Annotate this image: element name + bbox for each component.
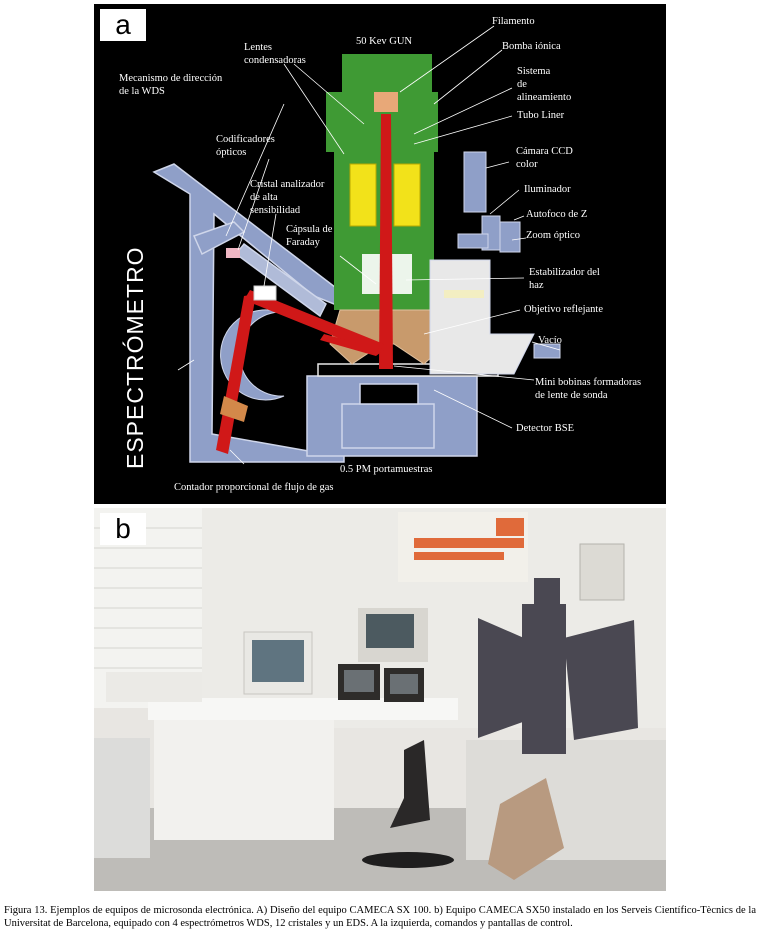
panel-label-a: a (100, 9, 146, 41)
label-contador: Contador proporcional de flujo de gas (174, 482, 334, 493)
sample-chamber (306, 363, 499, 457)
panel-label-b: b (100, 513, 146, 545)
lab-photo (94, 508, 666, 891)
label-sistema-2: de (517, 79, 527, 90)
label-espectrometro: ESPECTRÓMETRO (122, 246, 148, 469)
optical-microscope (429, 151, 561, 375)
encoder-box (226, 248, 240, 258)
label-mecanismo-2: de la WDS (119, 86, 165, 97)
label-bomba: Bomba iónica (502, 41, 561, 52)
label-objetivo: Objetivo reflejante (524, 304, 604, 315)
label-filamento: Filamento (492, 16, 535, 27)
label-mini-1: Mini bobinas formadoras (535, 377, 642, 388)
label-detector: Detector BSE (516, 423, 575, 434)
label-mecanismo-1: Mecanismo de dirección (119, 73, 223, 84)
label-estab-1: Estabilizador del (529, 267, 600, 278)
label-autofoco: Autofoco de Z (526, 209, 588, 220)
label-zoom: Zoom óptico (526, 230, 580, 241)
label-sistema-3: alineamiento (517, 92, 572, 103)
panel-b-photo: b (94, 508, 666, 891)
label-cristal-1: Cristal analizador (250, 179, 325, 190)
analyzer-crystal (253, 285, 277, 301)
label-camara-1: Cámara CCD (516, 146, 573, 157)
label-estab-2: haz (529, 280, 544, 291)
label-cristal-3: sensibilidad (250, 205, 301, 216)
label-vacio: Vacío (538, 335, 562, 346)
label-pm: 0.5 PM portamuestras (340, 464, 433, 475)
stabilizer-bar (444, 290, 484, 298)
label-codif-1: Codificadores (216, 134, 275, 145)
label-capsula-2: Faraday (286, 237, 320, 248)
label-tubo: Tubo Liner (517, 110, 565, 121)
label-lentes-1: Lentes (244, 42, 272, 53)
label-camara-2: color (516, 159, 538, 170)
label-sistema-1: Sistema (517, 66, 551, 77)
label-capsula-1: Cápsula de (286, 224, 333, 235)
panel-a-diagram: a 50 Kev GUN Filamento Bomba iónica Sist… (94, 4, 666, 504)
label-mini-2: de lente de sonda (535, 390, 608, 401)
gas-counter (220, 396, 248, 422)
label-codif-2: ópticos (216, 147, 247, 158)
label-cristal-2: de alta (250, 192, 278, 203)
label-gun: 50 Kev GUN (356, 36, 412, 47)
label-iluminador: Iluminador (524, 184, 571, 195)
leader-lines (177, 25, 561, 465)
microprobe-schematic (152, 25, 561, 465)
microprobe-instrument (478, 578, 638, 754)
figure-caption: Figura 13. Ejemplos de equipos de micros… (4, 905, 756, 929)
label-lentes-2: condensadoras (244, 55, 306, 66)
